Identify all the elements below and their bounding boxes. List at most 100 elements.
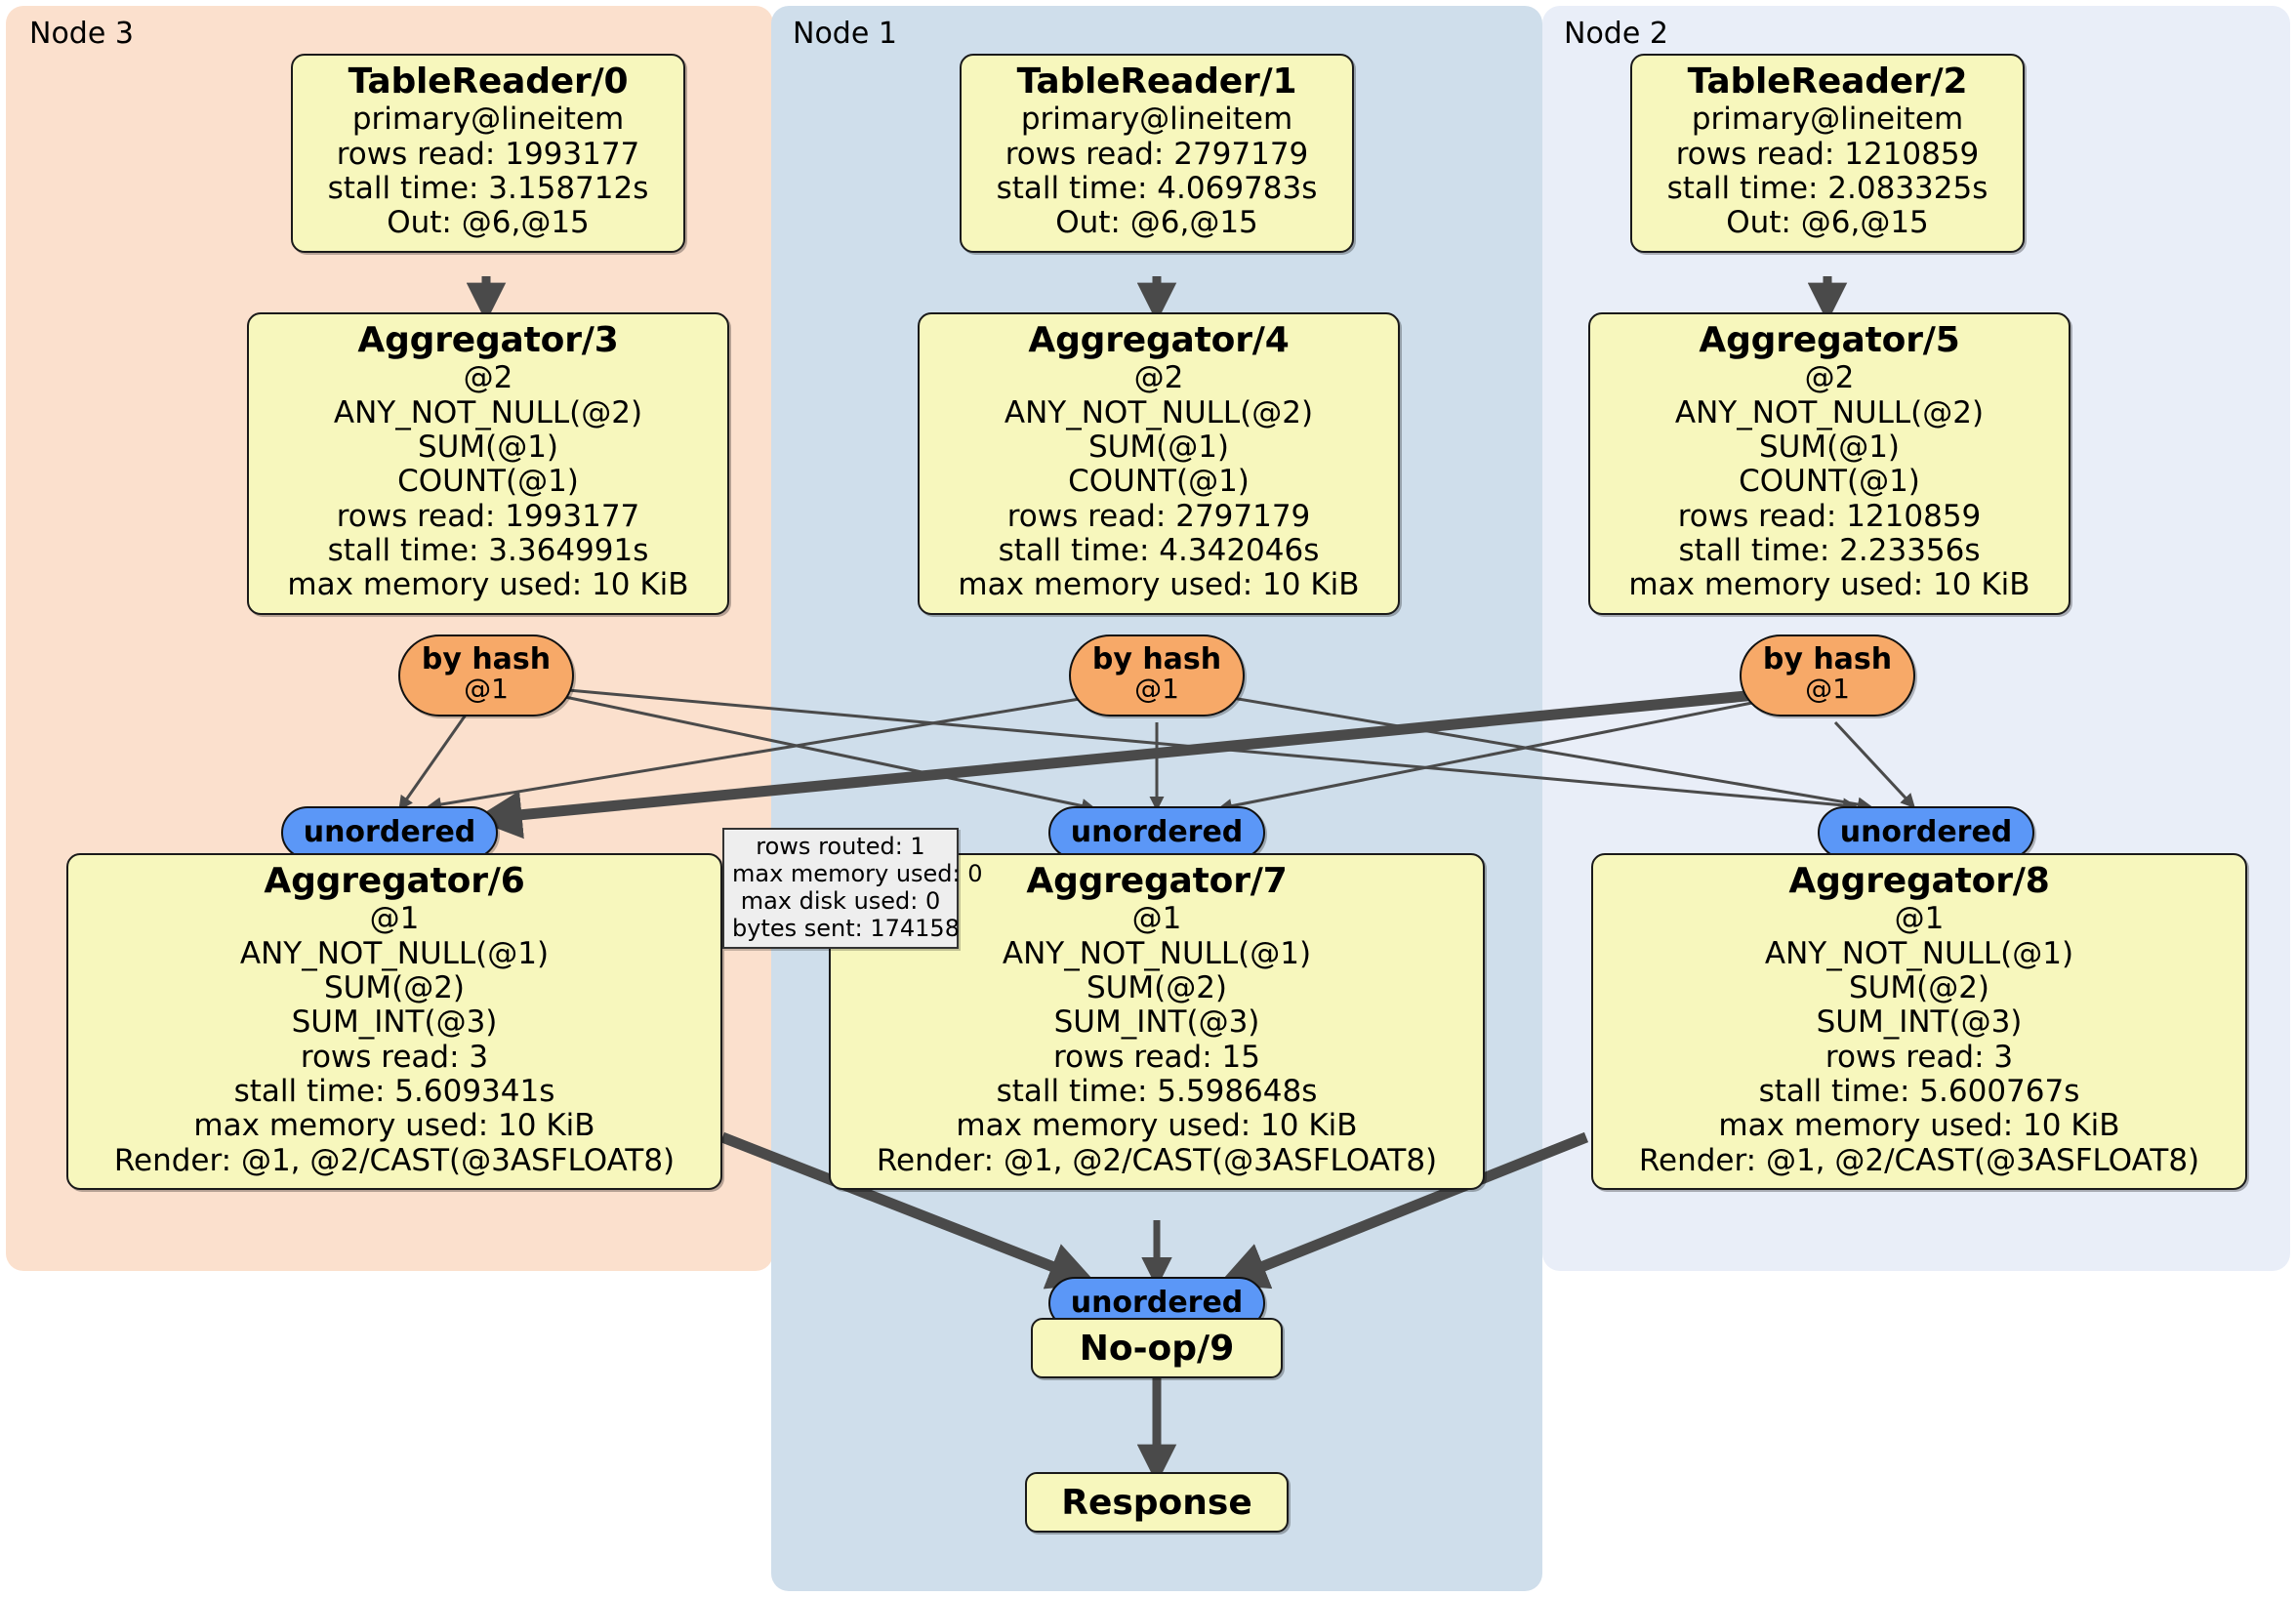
synchronizer-unordered-7[interactable]: unordered — [1048, 806, 1265, 859]
operator-aggregator-4[interactable]: Aggregator/4 @2 ANY_NOT_NULL(@2) SUM(@1)… — [918, 312, 1400, 615]
node-detail: rows read: 2797179 — [1004, 136, 1309, 172]
node-detail: primary@lineitem — [1691, 102, 1964, 138]
synchronizer-label: unordered — [1839, 815, 2013, 850]
node-detail: COUNT(@1) — [397, 464, 579, 500]
node-title: Aggregator/4 — [1028, 320, 1290, 360]
stats-line: max memory used: 0 — [732, 860, 983, 888]
node-title: TableReader/0 — [348, 61, 629, 102]
node-detail: stall time: 5.600767s — [1758, 1074, 2080, 1110]
stats-line: max disk used: 0 — [740, 887, 941, 916]
node-detail: @1 — [1131, 901, 1182, 937]
router-column: @1 — [1805, 673, 1850, 706]
node-detail: primary@lineitem — [1020, 102, 1293, 138]
node-title: Aggregator/8 — [1788, 861, 2050, 901]
router-label: by hash — [1091, 641, 1222, 676]
router-by-hash-3[interactable]: by hash @1 — [398, 635, 574, 717]
cluster-label-node2: Node 2 — [1564, 17, 1668, 51]
operator-aggregator-5[interactable]: Aggregator/5 @2 ANY_NOT_NULL(@2) SUM(@1)… — [1588, 312, 2070, 615]
operator-noop-9[interactable]: No-op/9 — [1031, 1318, 1283, 1378]
cluster-label-node1: Node 1 — [793, 17, 897, 51]
node-detail: ANY_NOT_NULL(@2) — [333, 394, 643, 430]
node-detail: Out: @6,@15 — [387, 205, 590, 241]
cluster-label-node3: Node 3 — [29, 17, 134, 51]
router-column: @1 — [464, 673, 509, 706]
node-detail: COUNT(@1) — [1068, 464, 1250, 500]
node-detail: rows read: 2797179 — [1006, 498, 1311, 534]
node-title: No-op/9 — [1079, 1328, 1235, 1369]
synchronizer-unordered-8[interactable]: unordered — [1818, 806, 2034, 859]
node-detail: ANY_NOT_NULL(@1) — [239, 935, 550, 971]
node-detail: SUM(@1) — [1758, 430, 1901, 466]
node-detail: Out: @6,@15 — [1055, 205, 1258, 241]
node-title: Response — [1061, 1482, 1252, 1523]
node-detail: ANY_NOT_NULL(@1) — [1002, 935, 1312, 971]
node-detail: Render: @1, @2/CAST(@3ASFLOAT8) — [113, 1142, 676, 1178]
node-title: Aggregator/3 — [357, 320, 619, 360]
synchronizer-label: unordered — [1070, 1286, 1244, 1321]
node-detail: rows read: 3 — [1824, 1039, 2014, 1075]
node-detail: stall time: 3.364991s — [327, 533, 649, 569]
operator-table-reader-1[interactable]: TableReader/1 primary@lineitem rows read… — [960, 54, 1354, 253]
node-detail: rows read: 3 — [300, 1039, 489, 1075]
node-detail: @1 — [369, 901, 420, 937]
node-detail: stall time: 2.23356s — [1678, 533, 1981, 569]
node-detail: SUM(@2) — [1848, 970, 1990, 1006]
node-detail: max memory used: 10 KiB — [287, 567, 689, 603]
node-detail: @2 — [463, 360, 513, 396]
node-title: TableReader/1 — [1016, 61, 1297, 102]
stats-line: rows routed: 1 — [756, 833, 925, 860]
node-detail: rows read: 15 — [1053, 1039, 1260, 1075]
node-detail: stall time: 5.598648s — [996, 1074, 1318, 1110]
node-detail: max memory used: 10 KiB — [1718, 1108, 2120, 1144]
operator-table-reader-0[interactable]: TableReader/0 primary@lineitem rows read… — [291, 54, 685, 253]
node-title: Aggregator/6 — [264, 861, 525, 901]
operator-aggregator-3[interactable]: Aggregator/3 @2 ANY_NOT_NULL(@2) SUM(@1)… — [247, 312, 729, 615]
node-detail: ANY_NOT_NULL(@2) — [1674, 394, 1985, 430]
node-detail: @2 — [1804, 360, 1855, 396]
node-detail: SUM_INT(@3) — [1053, 1004, 1260, 1041]
node-detail: primary@lineitem — [351, 102, 625, 138]
node-detail: stall time: 5.609341s — [233, 1074, 555, 1110]
node-detail: COUNT(@1) — [1739, 464, 1920, 500]
router-by-hash-4[interactable]: by hash @1 — [1069, 635, 1245, 717]
router-label: by hash — [421, 641, 552, 676]
node-title: Aggregator/7 — [1026, 861, 1288, 901]
stats-line: bytes sent: 174158 — [732, 915, 960, 943]
router-column: @1 — [1134, 673, 1179, 706]
node-detail: rows read: 1210859 — [1675, 136, 1980, 172]
operator-response[interactable]: Response — [1025, 1472, 1289, 1533]
node-detail: stall time: 4.342046s — [998, 533, 1320, 569]
node-detail: Out: @6,@15 — [1726, 205, 1929, 241]
node-detail: stall time: 2.083325s — [1666, 171, 1988, 207]
node-detail: max memory used: 10 KiB — [1628, 567, 2030, 603]
node-detail: @1 — [1894, 901, 1945, 937]
node-detail: ANY_NOT_NULL(@1) — [1764, 935, 2074, 971]
router-label: by hash — [1762, 641, 1893, 676]
operator-aggregator-6[interactable]: Aggregator/6 @1 ANY_NOT_NULL(@1) SUM(@2)… — [66, 853, 722, 1191]
stats-tooltip: rows routed: 1 max memory used: 0 max di… — [722, 828, 983, 950]
node-detail: SUM_INT(@3) — [291, 1004, 498, 1041]
operator-table-reader-2[interactable]: TableReader/2 primary@lineitem rows read… — [1630, 54, 2025, 253]
operator-aggregator-8[interactable]: Aggregator/8 @1 ANY_NOT_NULL(@1) SUM(@2)… — [1591, 853, 2247, 1191]
synchronizer-label: unordered — [1070, 815, 1244, 850]
node-detail: SUM(@2) — [323, 970, 466, 1006]
node-detail: max memory used: 10 KiB — [193, 1108, 595, 1144]
node-detail: Render: @1, @2/CAST(@3ASFLOAT8) — [1638, 1142, 2200, 1178]
node-detail: stall time: 4.069783s — [996, 171, 1318, 207]
node-detail: rows read: 1210859 — [1677, 498, 1982, 534]
node-detail: Render: @1, @2/CAST(@3ASFLOAT8) — [876, 1142, 1438, 1178]
node-detail: @2 — [1133, 360, 1184, 396]
router-by-hash-5[interactable]: by hash @1 — [1740, 635, 1915, 717]
node-detail: SUM(@2) — [1086, 970, 1228, 1006]
node-detail: rows read: 1993177 — [336, 136, 640, 172]
node-title: TableReader/2 — [1687, 61, 1968, 102]
node-detail: ANY_NOT_NULL(@2) — [1004, 394, 1314, 430]
node-detail: max memory used: 10 KiB — [956, 1108, 1358, 1144]
synchronizer-unordered-6[interactable]: unordered — [281, 806, 498, 859]
node-detail: rows read: 1993177 — [336, 498, 640, 534]
node-title: Aggregator/5 — [1699, 320, 1960, 360]
synchronizer-label: unordered — [303, 815, 476, 850]
node-detail: SUM_INT(@3) — [1816, 1004, 2023, 1041]
node-detail: SUM(@1) — [1087, 430, 1230, 466]
